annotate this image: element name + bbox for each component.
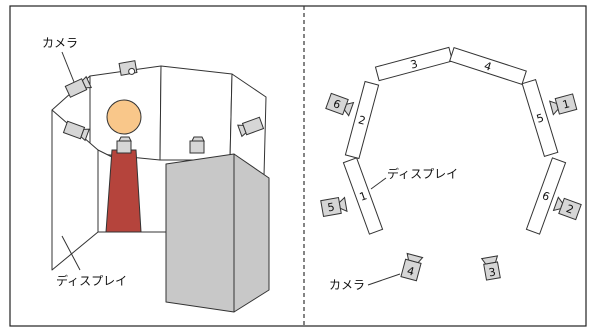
- display-panel-2: 2: [344, 80, 380, 160]
- display-panel-6: 6: [525, 157, 567, 235]
- camera-icon: [237, 116, 265, 138]
- camera-icon: [189, 136, 205, 154]
- camera-3-icon: 3: [480, 255, 501, 281]
- display-panel-1: 1: [342, 157, 384, 235]
- display-panel-4: 4: [449, 46, 527, 86]
- person-body: [105, 149, 142, 233]
- camera-icon: [62, 120, 90, 142]
- camera-icon: [64, 75, 92, 98]
- svg-text:2: 2: [564, 202, 575, 217]
- svg-text:5: 5: [535, 111, 545, 125]
- display-panel-5: 5: [521, 78, 559, 158]
- display-leader-line: [61, 235, 81, 271]
- display-leader-line-right: [370, 177, 387, 190]
- camera-icon: [116, 136, 132, 154]
- svg-text:6: 6: [540, 189, 551, 204]
- camera-5-icon: 5: [320, 196, 348, 218]
- svg-text:3: 3: [488, 265, 497, 279]
- camera-label-left: カメラ: [42, 36, 78, 50]
- camera-6-icon: 6: [325, 92, 355, 117]
- svg-text:5: 5: [327, 200, 336, 214]
- camera-label-right: カメラ: [329, 278, 365, 292]
- svg-text:2: 2: [357, 113, 367, 127]
- camera-2-icon: 2: [552, 196, 582, 221]
- camera-icon: [118, 60, 138, 76]
- camera-1-icon: 1: [548, 93, 578, 116]
- svg-text:1: 1: [561, 97, 571, 111]
- front-panel-shaded-2: [233, 153, 270, 313]
- svg-text:4: 4: [406, 264, 416, 278]
- display-label-left: ディスプレイ: [56, 273, 127, 288]
- camera-leader-line: [61, 51, 75, 83]
- svg-text:6: 6: [331, 97, 342, 112]
- camera-4-icon: 4: [400, 252, 424, 282]
- svg-text:1: 1: [358, 189, 369, 204]
- front-panel-shaded-1: [165, 153, 235, 313]
- person-head: [106, 99, 142, 135]
- svg-text:3: 3: [409, 57, 419, 71]
- display-panel-3: 3: [374, 46, 454, 82]
- svg-text:4: 4: [483, 59, 494, 74]
- camera-leader-line-right: [367, 273, 401, 286]
- display-label-right: ディスプレイ: [387, 166, 458, 181]
